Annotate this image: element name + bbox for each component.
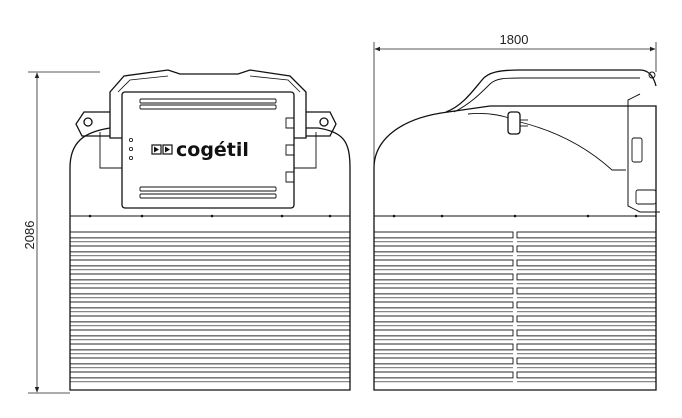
side-latch xyxy=(507,111,521,135)
front-view xyxy=(69,69,351,391)
height-dimension xyxy=(28,71,100,394)
cogetil-double-arrow-icon xyxy=(151,144,173,155)
louver-slat xyxy=(516,357,657,365)
front-left-ear-hole xyxy=(83,117,93,127)
louver-slat xyxy=(373,371,514,379)
louver-slat xyxy=(516,287,657,295)
louver-slat xyxy=(69,245,351,253)
louver-slat xyxy=(373,329,514,337)
louver-slat xyxy=(69,259,351,267)
side-hood xyxy=(445,69,657,113)
panel-bolts xyxy=(128,137,133,160)
front-left-ear xyxy=(75,111,110,137)
louver-slat xyxy=(516,315,657,323)
louver-slat xyxy=(516,259,657,267)
front-right-ear xyxy=(306,111,337,137)
louver-slat xyxy=(516,371,657,379)
front-body-outline xyxy=(69,127,351,391)
panel-latches xyxy=(285,117,294,183)
louver-slat xyxy=(373,343,514,351)
louver-slat xyxy=(373,287,514,295)
side-body-outline xyxy=(373,105,657,391)
brand-logo: cogétil xyxy=(151,139,249,161)
louver-slat xyxy=(373,273,514,281)
width-dimension xyxy=(373,42,657,168)
louver-slat xyxy=(516,245,657,253)
front-louvers xyxy=(69,231,351,383)
louver-slat xyxy=(373,245,514,253)
louver-slat xyxy=(69,301,351,309)
louver-slat xyxy=(373,357,514,365)
brand-name: cogétil xyxy=(176,139,249,161)
louver-slat xyxy=(516,343,657,351)
access-panel xyxy=(121,91,295,209)
louver-slat xyxy=(69,273,351,281)
height-label: 2086 xyxy=(22,221,37,250)
side-louvers xyxy=(373,231,657,383)
louver-slat xyxy=(69,343,351,351)
front-rivets xyxy=(88,214,332,218)
front-right-ear-hole xyxy=(319,117,329,127)
louver-slat xyxy=(516,301,657,309)
louver-slat xyxy=(516,329,657,337)
panel-top-slots xyxy=(139,98,277,110)
side-view xyxy=(373,69,660,391)
louver-slat xyxy=(516,231,657,239)
panel-bottom-slots xyxy=(139,186,277,199)
side-rivets xyxy=(392,214,638,218)
louver-slat xyxy=(373,231,514,239)
louver-slat xyxy=(516,273,657,281)
louver-slat xyxy=(373,301,514,309)
louver-slat xyxy=(69,371,351,379)
side-panel-edge xyxy=(627,93,660,213)
louver-slat xyxy=(373,315,514,323)
louver-slat xyxy=(69,315,351,323)
louver-slat xyxy=(69,287,351,295)
louver-slat xyxy=(69,231,351,239)
louver-slat xyxy=(69,329,351,337)
width-label: 1800 xyxy=(500,32,529,47)
louver-slat xyxy=(373,259,514,267)
louver-slat xyxy=(69,357,351,365)
